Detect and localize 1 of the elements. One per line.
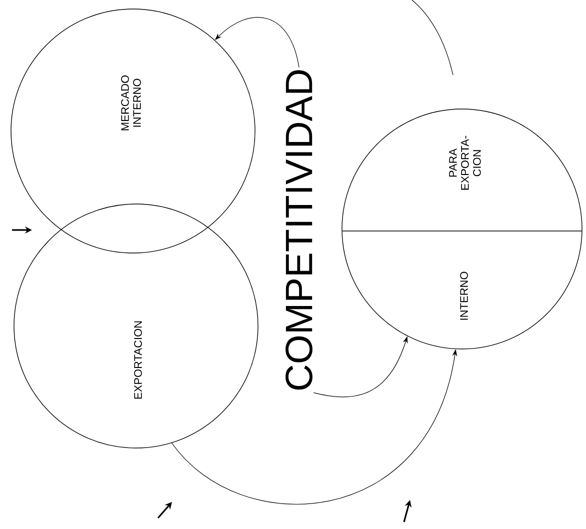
heading-text: COMPETITIVIDAD (286, 70, 312, 390)
